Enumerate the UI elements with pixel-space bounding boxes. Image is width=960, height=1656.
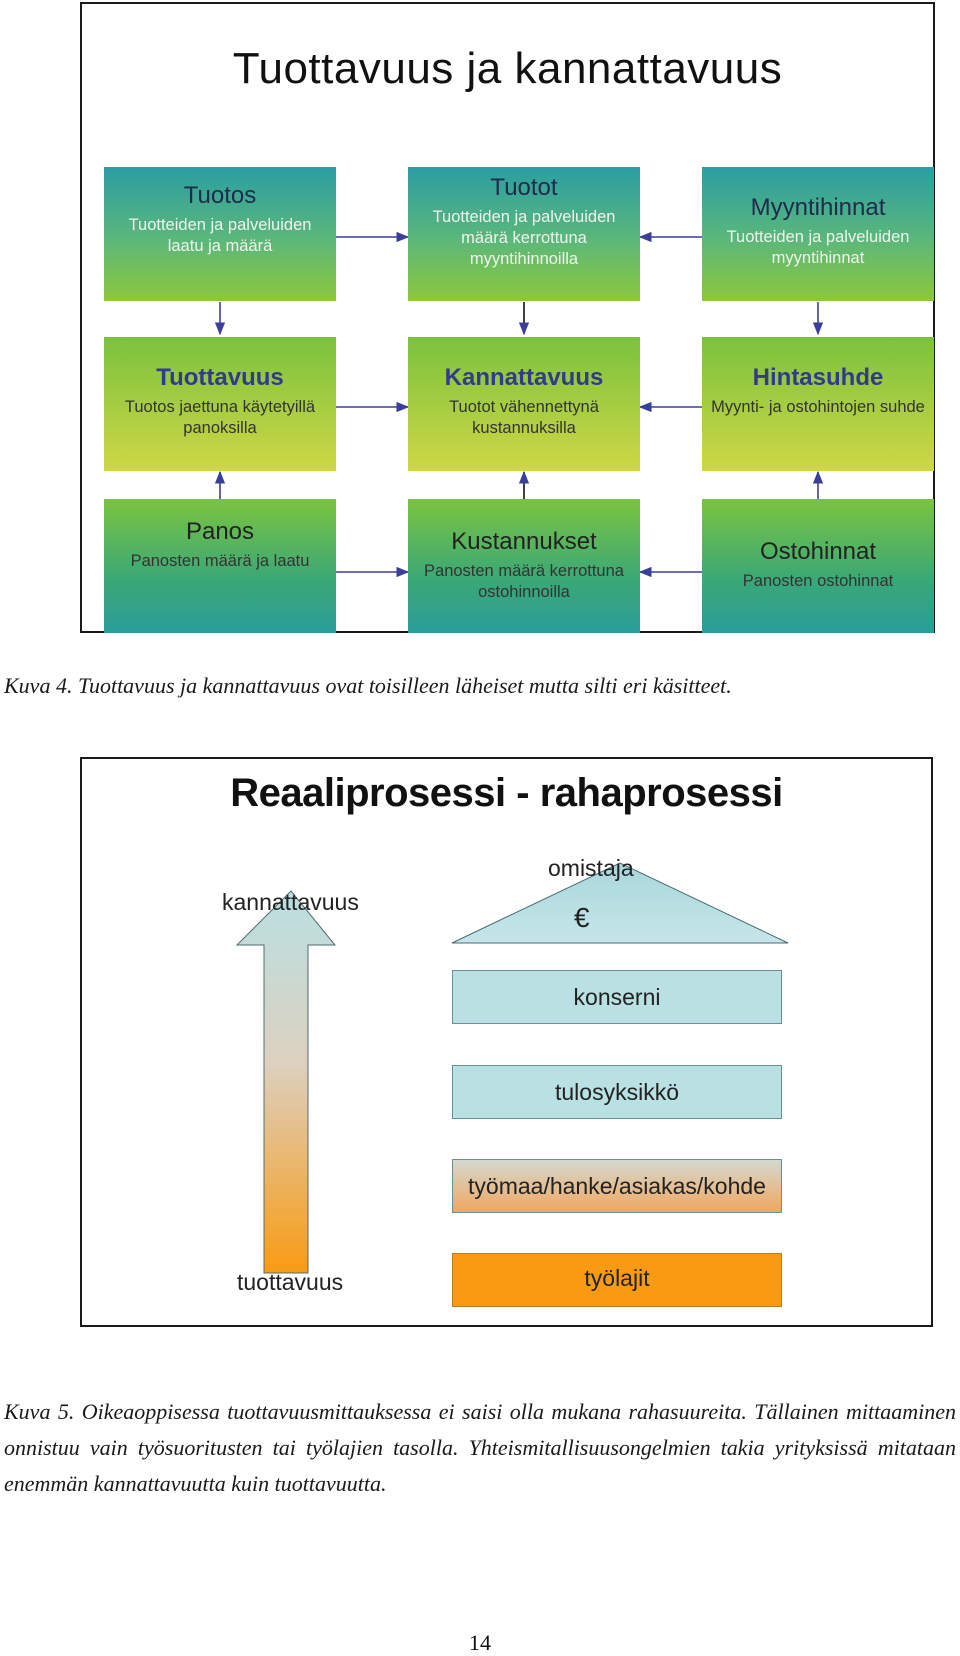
productivity-profitability-arrow <box>235 890 337 1274</box>
figure1-title: Tuottavuus ja kannattavuus <box>232 44 783 93</box>
euro-icon: € <box>574 902 590 933</box>
label-kannattavuus: kannattavuus <box>222 889 359 915</box>
page-number: 14 <box>469 1630 491 1655</box>
label-tuottavuus: tuottavuus <box>237 1269 344 1295</box>
box-myyntihinnat: Myyntihinnat Tuotteiden ja palveluiden m… <box>702 167 934 301</box>
owner-roof <box>451 862 789 944</box>
level-konserni: konserni <box>452 970 782 1024</box>
box-tuottavuus-head: Tuottavuus <box>156 364 284 391</box>
box-tuotot-body: Tuotteiden ja palveluiden määrä kerrottu… <box>432 208 616 268</box>
box-kustannukset: Kustannukset Panosten määrä kerrottuna o… <box>408 499 640 633</box>
box-tuotos-head: Tuotos <box>183 182 257 209</box>
box-tuottavuus-body: Tuotos jaettuna käytetyillä panoksilla <box>124 398 316 437</box>
box-ostohinnat-body: Panosten ostohinnat <box>742 572 894 590</box>
box-panos-head: Panos <box>185 518 255 545</box>
box-panos-body: Panosten määrä ja laatu <box>130 552 310 570</box>
box-tuotot-head: Tuotot <box>490 174 558 201</box>
figure2-title: Reaaliprosessi - rahaprosessi <box>230 771 783 815</box>
box-hintasuhde-head: Hintasuhde <box>752 364 884 391</box>
box-hintasuhde-body: Myynti- ja ostohintojen suhde <box>711 398 925 416</box>
figure2-shapes <box>235 862 789 1274</box>
box-hintasuhde: Hintasuhde Myynti- ja ostohintojen suhde <box>702 337 934 471</box>
box-ostohinnat-head: Ostohinnat <box>759 538 877 565</box>
box-kannattavuus-body: Tuotot vähennettynä kustannuksilla <box>449 398 599 437</box>
label-omistaja: omistaja <box>548 855 634 881</box>
box-kustannukset-body: Panosten määrä kerrottuna ostohinnoilla <box>424 562 624 601</box>
box-tuotos: Tuotos Tuotteiden ja palveluiden laatu j… <box>104 167 336 301</box>
box-tuotos-body: Tuotteiden ja palveluiden laatu ja määrä <box>128 216 312 255</box>
box-panos: Panos Panosten määrä ja laatu <box>104 499 336 633</box>
level-tyolajit: työlajit <box>452 1253 782 1307</box>
level-tulosyksikko: tulosyksikkö <box>452 1065 782 1119</box>
box-tuottavuus: Tuottavuus Tuotos jaettuna käytetyillä p… <box>104 337 336 471</box>
figure2-caption: Kuva 5. Oikeaoppisessa tuottavuusmittauk… <box>4 1399 956 1496</box>
box-myyntihinnat-body: Tuotteiden ja palveluiden myyntihinnat <box>726 228 910 267</box>
figure1-arrows <box>214 231 824 578</box>
box-tuotot: Tuotot Tuotteiden ja palveluiden määrä k… <box>408 167 640 301</box>
level-tyomaa: työmaa/hanke/asiakas/kohde <box>452 1159 782 1213</box>
figure-real-money-process: Reaaliprosessi - rahaprosessi kannattavu… <box>80 757 933 1327</box>
box-kannattavuus-head: Kannattavuus <box>444 364 604 391</box>
box-ostohinnat: Ostohinnat Panosten ostohinnat <box>702 499 934 633</box>
box-kustannukset-head: Kustannukset <box>451 528 597 555</box>
box-myyntihinnat-head: Myyntihinnat <box>750 194 886 221</box>
figure-productivity-profitability: Tuottavuus ja kannattavuus <box>80 2 935 633</box>
box-kannattavuus: Kannattavuus Tuotot vähennettynä kustann… <box>408 337 640 471</box>
figure1-caption: Kuva 4. Tuottavuus ja kannattavuus ovat … <box>4 673 732 698</box>
